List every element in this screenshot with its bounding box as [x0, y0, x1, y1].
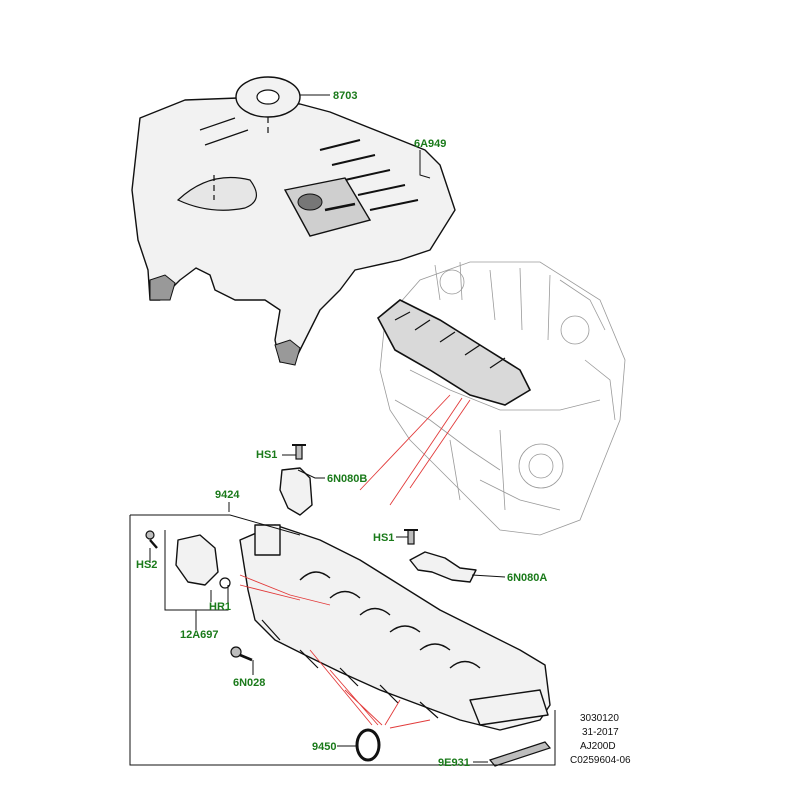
manifold-on-engine — [376, 299, 532, 406]
callout-6n028: 6N028 — [233, 677, 265, 689]
callout-9e931: 9E931 — [438, 757, 470, 769]
callout-hs1-right: HS1 — [373, 532, 394, 544]
seal-9450 — [355, 728, 381, 762]
callout-9424: 9424 — [215, 489, 240, 501]
callout-12a697: 12A697 — [180, 629, 219, 641]
reference-line-2: 31-2017 — [582, 727, 619, 738]
callout-9450: 9450 — [312, 741, 336, 753]
reference-line-1: 3030120 — [580, 713, 619, 724]
gasket-9e931 — [488, 741, 552, 767]
reference-block: 3030120 31-2017 AJ200D C0259604-06 — [570, 713, 631, 766]
inlet-manifold-9424 — [239, 524, 551, 731]
bracket-6n080b — [279, 444, 313, 516]
sensor-12a697 — [175, 534, 231, 589]
reference-line-3: AJ200D — [580, 741, 616, 752]
callout-6n080a: 6N080A — [507, 572, 547, 584]
callout-hr1: HR1 — [209, 601, 231, 613]
red-reference-lines — [239, 394, 471, 729]
seal-8703 — [213, 76, 301, 200]
engine-cover-6a949 — [131, 97, 456, 366]
callout-6n080b: 6N080B — [327, 473, 367, 485]
reference-line-4: C0259604-06 — [570, 755, 631, 766]
gasket-6n080a — [404, 529, 477, 583]
callout-6a949: 6A949 — [414, 138, 446, 150]
callout-8703: 8703 — [333, 90, 357, 102]
leader-lines — [129, 94, 556, 766]
callout-hs2: HS2 — [136, 559, 157, 571]
callout-hs1-top: HS1 — [256, 449, 277, 461]
screw-6n028 — [230, 646, 253, 662]
engine-assembly-background — [379, 261, 626, 536]
bolt-hs2 — [145, 530, 158, 549]
